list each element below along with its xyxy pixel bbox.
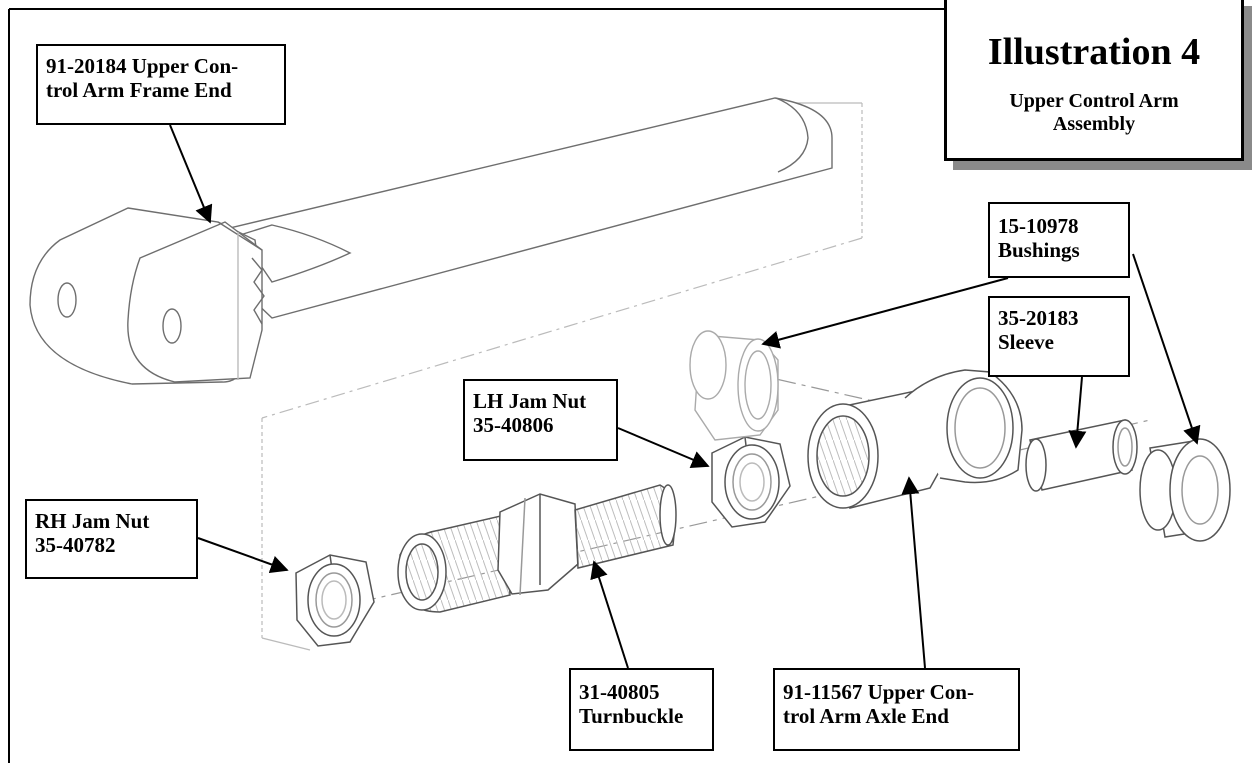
callout-sleeve: 35-20183 Sleeve bbox=[988, 296, 1130, 377]
callout-axle-end-line1: 91-11567 Upper Con- bbox=[783, 680, 974, 704]
illustration-title: Illustration 4 bbox=[987, 31, 1201, 73]
callout-frame-end-line1: 91-20184 Upper Con- bbox=[46, 54, 239, 78]
leader-bushing-lower bbox=[1132, 253, 1201, 445]
bushing-upper-part bbox=[689, 330, 779, 441]
callout-frame-end-line2: trol Arm Frame End bbox=[46, 78, 232, 102]
callout-lh-jam-nut: LH Jam Nut 35-40806 bbox=[463, 379, 618, 461]
callout-bushings: 15-10978 Bushings bbox=[988, 202, 1130, 278]
callout-bushings-line2: Bushings bbox=[998, 238, 1080, 262]
callout-axle-end-line2: trol Arm Axle End bbox=[783, 704, 949, 728]
leader-frame-end bbox=[169, 124, 213, 224]
assembly-plane-outline bbox=[261, 102, 863, 651]
bushing-lower-part bbox=[1139, 438, 1231, 542]
axle-end-part bbox=[807, 369, 1023, 509]
callout-lh-jam-nut-line2: 35-40806 bbox=[473, 413, 554, 437]
callout-frame-end: 91-20184 Upper Con- trol Arm Frame End bbox=[36, 44, 286, 125]
callout-turnbuckle-line2: Turnbuckle bbox=[579, 704, 684, 728]
page-border bbox=[8, 8, 944, 763]
callout-sleeve-line2: Sleeve bbox=[998, 330, 1054, 354]
sleeve-part bbox=[1025, 419, 1138, 492]
callout-rh-jam-nut-line2: 35-40782 bbox=[35, 533, 116, 557]
callout-rh-jam-nut: RH Jam Nut 35-40782 bbox=[25, 499, 198, 579]
leader-rh-jam-nut bbox=[197, 537, 289, 573]
leader-turnbuckle bbox=[590, 560, 629, 669]
turnbuckle-part bbox=[397, 484, 677, 613]
callout-turnbuckle-line1: 31-40805 bbox=[579, 680, 660, 704]
leader-sleeve bbox=[1068, 376, 1087, 449]
leader-bushing-upper bbox=[761, 277, 1009, 349]
callout-lh-jam-nut-line1: LH Jam Nut bbox=[473, 389, 587, 413]
illustration-subtitle-line2: Assembly bbox=[1052, 113, 1136, 135]
callout-axle-end: 91-11567 Upper Con- trol Arm Axle End bbox=[773, 668, 1020, 751]
leader-lines bbox=[169, 124, 1201, 669]
frame-end-part bbox=[29, 97, 833, 385]
leader-axle-end bbox=[901, 476, 926, 669]
callout-bushings-line1: 15-10978 bbox=[998, 214, 1079, 238]
illustration-subtitle-line1: Upper Control Arm bbox=[1009, 90, 1179, 112]
rh-jam-nut-part bbox=[295, 554, 375, 647]
callout-turnbuckle: 31-40805 Turnbuckle bbox=[569, 668, 714, 751]
callout-sleeve-line1: 35-20183 bbox=[998, 306, 1079, 330]
leader-lh-jam-nut bbox=[617, 427, 710, 468]
illustration-title-box: Illustration 4 Upper Control Arm Assembl… bbox=[944, 0, 1244, 161]
lh-jam-nut-part bbox=[711, 436, 791, 528]
callout-rh-jam-nut-line1: RH Jam Nut bbox=[35, 509, 150, 533]
